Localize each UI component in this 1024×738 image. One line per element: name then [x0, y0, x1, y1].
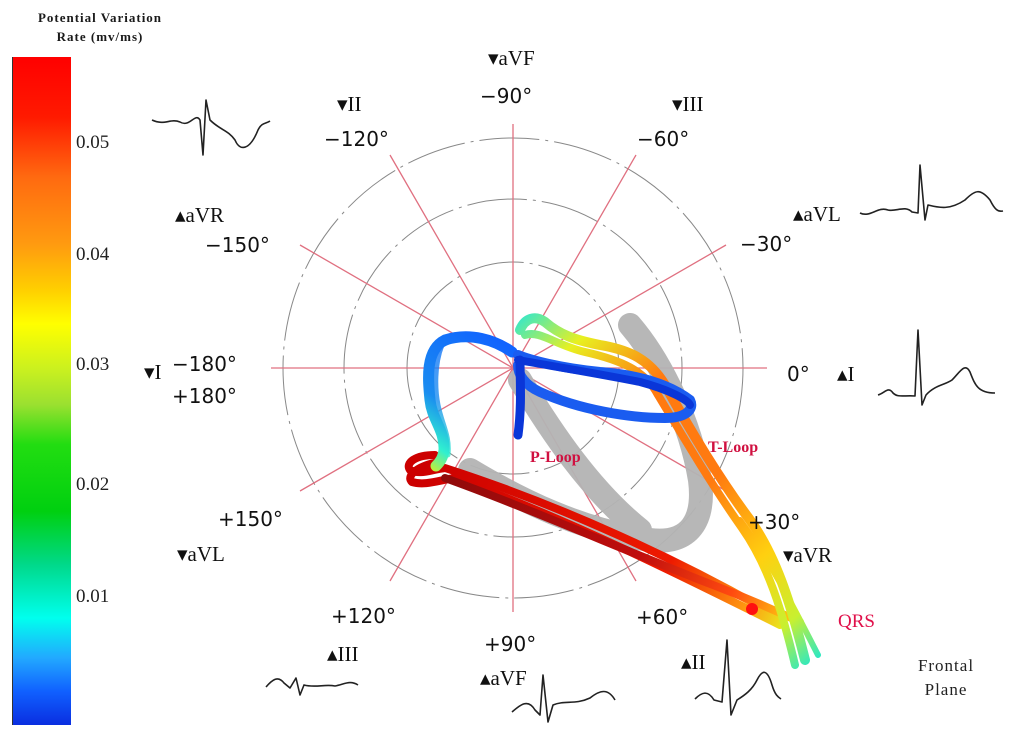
angle-label-minus120: −120° — [324, 127, 389, 151]
angle-label-minus180: −180° — [172, 352, 237, 376]
colorbar-tick: 0.04 — [76, 244, 110, 265]
lead-label-iii-negative: ▾III — [672, 92, 704, 116]
angle-label-minus60: −60° — [637, 127, 690, 151]
ecg-iii — [265, 677, 359, 696]
ecg-avl — [859, 164, 1004, 221]
lead-label-avf-positive: ▴aVF — [480, 666, 527, 690]
t-loop-trace — [513, 350, 697, 440]
colorbar-tick: 0.05 — [76, 132, 110, 153]
p-loop-label: P-Loop — [530, 449, 581, 466]
angle-label-plus60: +60° — [636, 605, 689, 629]
qrs-label: QRS — [838, 611, 875, 632]
angle-label-minus90: −90° — [480, 84, 533, 108]
colorbar-title-line1: Potential Variation — [37, 10, 163, 25]
plane-label-line1: Frontal — [917, 656, 975, 675]
lead-label-avr-positive: ▴aVR — [175, 203, 225, 227]
angle-label-plus120: +120° — [331, 604, 396, 628]
plane-label-line2: Plane — [924, 680, 968, 699]
colorbar-title: Potential Variation Rate (mv/ms) — [0, 8, 200, 46]
lead-label-ii-negative: ▾II — [337, 92, 362, 116]
angle-label-plus30: +30° — [748, 510, 801, 534]
lead-label-avr-negative: ▾aVR — [783, 543, 833, 567]
angle-label-plus180: +180° — [172, 384, 237, 408]
ecg-avr — [151, 99, 271, 156]
ecg-i — [877, 329, 996, 406]
colorbar — [12, 57, 71, 725]
colorbar-tick: 0.01 — [76, 586, 110, 607]
angle-label-plus90: +90° — [484, 632, 537, 656]
plane-label: Frontal Plane — [898, 654, 994, 702]
angle-label-minus30: −30° — [740, 232, 793, 256]
qrs-loop-trace — [404, 451, 804, 629]
lead-label-ii-positive: ▴II — [681, 650, 706, 674]
lead-label-avl-negative: ▾aVL — [177, 542, 225, 566]
angle-label-plus150: +150° — [218, 507, 283, 531]
lead-label-iii-positive: ▴III — [327, 642, 359, 666]
lead-label-avl-positive: ▴aVL — [793, 202, 841, 226]
ecg-waveforms — [151, 99, 1004, 723]
ecg-avf — [511, 674, 616, 723]
colorbar-title-line2: Rate (mv/ms) — [56, 29, 144, 44]
colorbar-tick: 0.03 — [76, 354, 110, 375]
angle-label-0: 0° — [787, 362, 810, 386]
lead-label-avf-negative: ▾aVF — [488, 46, 535, 70]
p-loop-trace — [458, 313, 713, 553]
ecg-ii — [694, 639, 782, 716]
lead-label-i-negative: ▾I — [144, 360, 162, 384]
lead-label-i-positive: ▴I — [837, 362, 855, 386]
t-loop-label: T-Loop — [708, 439, 759, 456]
qrs-onset-trace — [423, 331, 518, 472]
angle-label-minus150: −150° — [205, 233, 270, 257]
colorbar-tick: 0.02 — [76, 474, 110, 495]
